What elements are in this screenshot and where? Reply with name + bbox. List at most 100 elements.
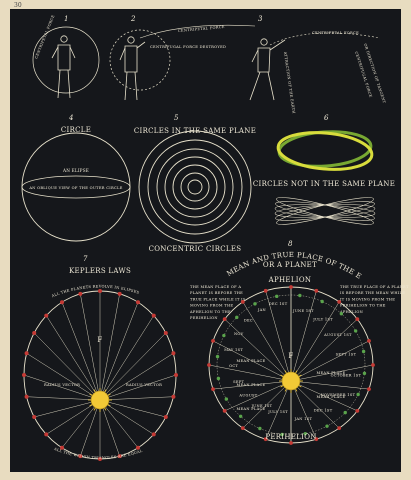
true-place-line (242, 380, 292, 429)
figure-8-left-text-line: PERIHELION (190, 316, 218, 320)
planet-position-dot (136, 300, 140, 305)
planet-position-dot (163, 415, 168, 419)
planet-position-dot (44, 432, 49, 437)
figure-8-left-text-line: TRUE PLACE WHILE IT IS (190, 297, 246, 301)
month-label-left: MAY 1ST (224, 348, 243, 352)
mean-place-label: MEAN PLACE (317, 395, 346, 399)
figure-3-number: 3 (258, 15, 263, 23)
planet-position-dot (24, 351, 29, 356)
true-place-dot (263, 288, 268, 293)
planet-position-dot (174, 373, 178, 377)
radius-vector-line (26, 353, 101, 401)
mean-place-dot (216, 376, 221, 381)
figure-7-number: 7 (83, 255, 88, 263)
figure-1-person (51, 35, 76, 99)
mean-place-dot (303, 431, 307, 436)
mean-place-dot (275, 294, 279, 299)
sun-ray (89, 404, 93, 407)
radius-vector-line (46, 399, 101, 435)
radius-vector-line (99, 396, 174, 401)
concentric-circle (172, 164, 218, 210)
planet-position-dot (44, 313, 49, 318)
true-place-line (212, 340, 292, 382)
figure-6-number: 6 (324, 114, 329, 122)
mean-place-dot (238, 414, 243, 418)
figure-2-centripetal-label: CENTRIPETAL FORCE (178, 25, 225, 33)
sun (90, 390, 110, 410)
mean-place-dot (361, 349, 366, 354)
mean-place-dot (253, 302, 257, 306)
mean-place-label: MEAN PLACE (237, 383, 266, 387)
figure-8-focus: F (288, 352, 293, 360)
mean-place-dot (353, 329, 358, 333)
concentric-circle (180, 172, 210, 202)
sun-ray (107, 393, 111, 396)
radius-vector-line (26, 396, 101, 401)
month-label-left: DEC (244, 319, 253, 323)
month-label-left: DEC 1ST (269, 302, 288, 306)
figure-2-centrifugal-label: CENTRIFUGAL FORCE DESTROYED (150, 45, 226, 49)
figure-4: 4 CIRCLE AN ELIPSE AN OBLIQUE VIEW OF TH… (21, 114, 131, 242)
concentric-circle (164, 156, 226, 218)
month-label-left: AUGUST (238, 393, 257, 397)
true-place-dot (371, 363, 375, 367)
sun-ray (280, 374, 284, 377)
month-label-right: JAN 1ST (294, 417, 313, 421)
figure-4-oblique-label: AN OBLIQUE VIEW OF THE OUTER CIRCLE (28, 186, 122, 190)
true-place-line (242, 301, 292, 382)
radius-vector-line (34, 332, 101, 401)
sun-ray (93, 407, 96, 411)
true-place-dot (240, 299, 245, 304)
sun-ray (298, 374, 302, 377)
true-place-dot (367, 387, 371, 392)
month-label-right: JULY 1ST (312, 318, 333, 322)
planet-position-dot (32, 415, 37, 419)
figure-7-title: KEPLERS LAWS (69, 267, 131, 275)
planet-position-dot (60, 300, 64, 305)
figure-6-title: CIRCLES NOT IN THE SAME PLANE (253, 180, 395, 188)
month-label-right: AUGUST 1ST (323, 333, 352, 337)
month-label-right: JUNE 1ST (292, 309, 314, 313)
true-place-line (265, 380, 292, 440)
mean-place-dot (362, 371, 367, 376)
sun-ray (104, 407, 107, 411)
figure-8-title-line2: OR A PLANET (263, 261, 317, 269)
mean-place-dot (224, 397, 229, 401)
true-place-dot (337, 426, 342, 431)
figure-8-aphelion: APHELION (268, 276, 312, 284)
figure-8-left-text-line: APHELION TO THE (189, 310, 231, 314)
true-place-dot (289, 441, 293, 445)
true-place-line (290, 380, 370, 390)
true-place-line (290, 301, 340, 382)
sun-ray (298, 385, 302, 388)
figure-4-title: CIRCLE (61, 126, 91, 134)
figure-4-number: 4 (68, 114, 74, 122)
planet-position-dot (32, 331, 37, 335)
figure-7-radius-right: RADIUS VECTOR (126, 383, 162, 387)
month-label-left: JUNE 1ST (250, 404, 272, 408)
month-label-left: JAN (257, 308, 266, 312)
radius-vector-line (23, 374, 101, 401)
true-place-dot (289, 285, 293, 289)
sun-ray (284, 370, 287, 374)
radius-vector-line (61, 302, 101, 401)
sun-ray (93, 389, 96, 393)
radius-vector-line (61, 399, 101, 448)
true-place-dot (314, 437, 319, 442)
radius-vector-line (99, 302, 139, 401)
sun-ray (295, 388, 298, 392)
concentric-circle (187, 179, 203, 195)
radius-vector-line (80, 399, 101, 457)
true-place-dot (240, 426, 245, 431)
figure-5: 5 CIRCLES IN THE SAME PLANE CONCENTRIC C… (134, 114, 256, 253)
mean-place-dot (258, 426, 262, 431)
tilted-circle (276, 197, 374, 225)
planet-position-dot (117, 291, 122, 296)
figure-6: 6 CIRCLES NOT IN THE SAME PLANE (253, 114, 395, 225)
figure-4-ellipse (21, 175, 131, 199)
true-place-line (290, 318, 358, 382)
figure-6-yellow-ring (276, 131, 374, 171)
planet-position-dot (163, 331, 168, 335)
figure-2-person (119, 36, 146, 101)
